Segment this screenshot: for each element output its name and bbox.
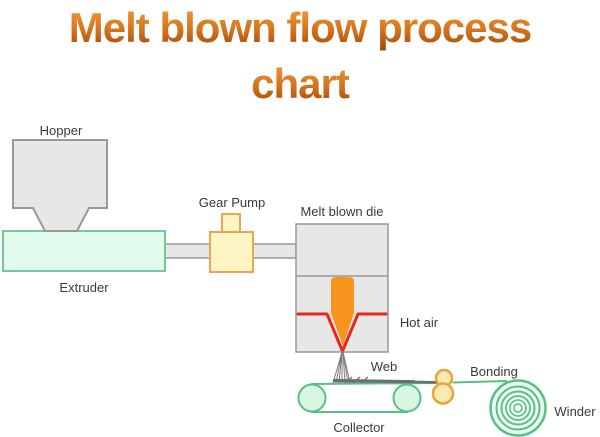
web-mat xyxy=(332,376,449,384)
bonding-label: Bonding xyxy=(470,364,518,379)
web-line-to-winder xyxy=(452,380,508,384)
hot-air-line-right xyxy=(341,312,388,352)
title-line-2: chart xyxy=(0,56,600,112)
hopper-shape xyxy=(12,139,108,232)
title-line-1: Melt blown flow process xyxy=(0,0,600,56)
collector-label: Collector xyxy=(333,420,385,435)
conveyor-roller-right xyxy=(392,383,422,413)
fiber-spray xyxy=(332,351,351,384)
gear-pump-body xyxy=(209,231,254,273)
bonding-roller-bottom xyxy=(431,382,455,405)
extruder-body xyxy=(2,230,166,272)
hot-air-label: Hot air xyxy=(400,315,439,330)
gear-pump-label: Gear Pump xyxy=(199,195,265,210)
winder-label: Winder xyxy=(554,404,596,419)
extruder-label: Extruder xyxy=(59,280,109,295)
hot-air-line-left xyxy=(296,312,344,352)
hopper-label: Hopper xyxy=(40,123,83,138)
melt-blown-die-label: Melt blown die xyxy=(300,204,383,219)
conveyor-roller-left xyxy=(297,383,327,413)
web-label: Web xyxy=(371,359,398,374)
page-title: Melt blown flow process chart xyxy=(0,0,600,112)
nozzle-shape xyxy=(331,277,354,346)
winder-roll xyxy=(489,379,547,437)
